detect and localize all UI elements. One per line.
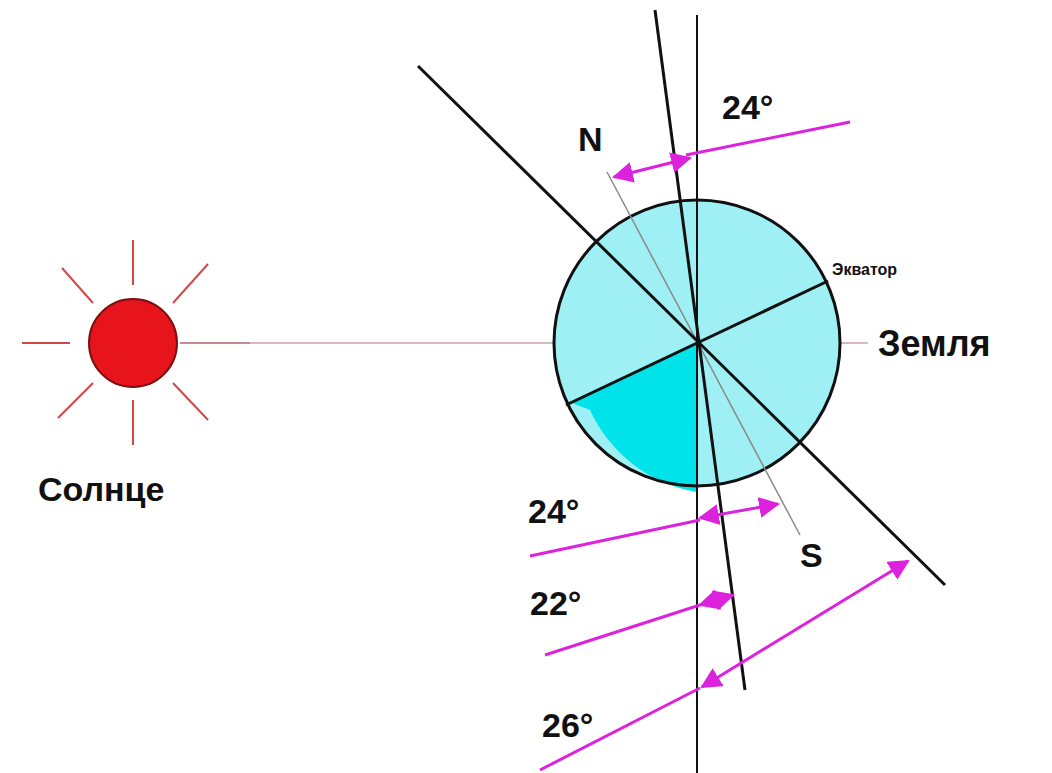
angle-value: 24° (528, 494, 579, 528)
earth-shade (572, 343, 697, 492)
vertical-line (696, 15, 698, 773)
diagonal-line (418, 66, 945, 585)
sun-name: Солнце (38, 472, 164, 506)
pole-letter: S (800, 538, 823, 572)
angle-value: 24° (722, 90, 773, 124)
planet-name: Земля (878, 326, 991, 362)
sun-disk (89, 299, 177, 387)
angle-arrows (530, 122, 908, 770)
angle-value: 22° (530, 586, 581, 620)
equator-name: Экватор (832, 262, 897, 278)
earth-axis (607, 172, 800, 535)
angle-value: 26° (542, 708, 593, 742)
pole-letter: N (578, 122, 603, 156)
